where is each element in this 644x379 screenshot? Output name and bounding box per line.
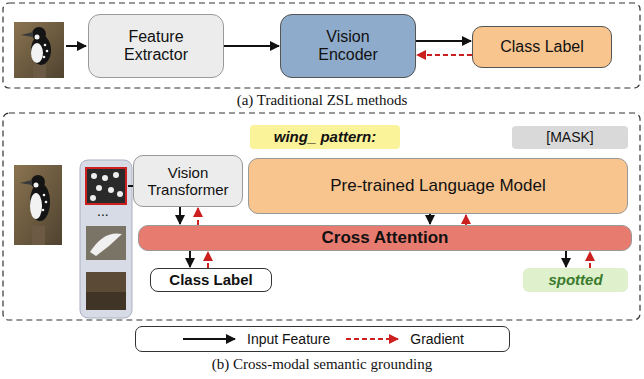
node-label: Pre-trained Language Model — [330, 176, 545, 196]
feature-arrow — [416, 40, 471, 42]
bird-photo — [14, 22, 64, 78]
legend-label: Gradient — [410, 331, 464, 347]
figure-caption: (b) Cross-modal semantic grounding — [212, 356, 432, 373]
transformer-box: Vision Transformer — [133, 155, 243, 207]
panel-frame — [3, 113, 640, 320]
attribute-tag: wing_ pattern: — [250, 125, 400, 149]
image-patch — [86, 272, 126, 310]
ellipsis-mark: ... — [97, 203, 109, 219]
figure-caption: (a) Traditional ZSL methods — [237, 92, 408, 109]
node-label: Class Label — [169, 271, 252, 288]
attention-bar: Cross Attention — [138, 225, 632, 251]
feature-arrow — [189, 251, 191, 267]
output-box: Class Label — [150, 268, 272, 292]
bird-photo — [14, 165, 62, 245]
language-model-box: Pre-trained Language Model — [248, 158, 628, 214]
image-patch — [86, 226, 126, 260]
feature-arrow — [179, 207, 181, 224]
encoder-box: Vision Encoder — [280, 14, 416, 78]
legend-sample — [344, 333, 402, 345]
node-label: Vision Encoder — [303, 28, 393, 65]
node-label: spotted — [548, 271, 602, 288]
legend-item: Gradient — [344, 331, 464, 347]
process-box: Feature Extractor — [88, 14, 224, 78]
node-label: Class Label — [500, 38, 584, 56]
mask-token: [MASK] — [512, 126, 628, 149]
input-arrow — [66, 45, 86, 47]
feature-arrow — [565, 251, 567, 267]
gradient-arrow — [207, 252, 209, 268]
image-patch — [86, 168, 126, 204]
feature-arrow — [429, 214, 431, 224]
feature-arrow — [224, 45, 279, 47]
legend-label: Input Feature — [247, 331, 330, 347]
patch-strip — [80, 160, 132, 318]
gradient-arrow — [197, 208, 199, 225]
legend-item: Input Feature — [181, 331, 330, 347]
gradient-arrow — [465, 215, 467, 225]
output-box: Class Label — [472, 26, 612, 68]
panel-frame — [3, 3, 640, 88]
gradient-arrow — [417, 54, 472, 56]
node-label: wing_ pattern: — [274, 128, 377, 145]
answer-tag: spotted — [523, 268, 628, 292]
legend-box: Input Feature Gradient — [135, 326, 510, 352]
legend-line — [183, 338, 235, 340]
node-label: Vision Transformer — [143, 164, 233, 199]
node-label: [MASK] — [546, 129, 593, 145]
node-label: Cross Attention — [322, 228, 449, 248]
legend-sample — [181, 333, 239, 345]
legend-line — [346, 338, 398, 340]
node-label: Feature Extractor — [106, 28, 206, 65]
gradient-arrow — [589, 252, 591, 268]
